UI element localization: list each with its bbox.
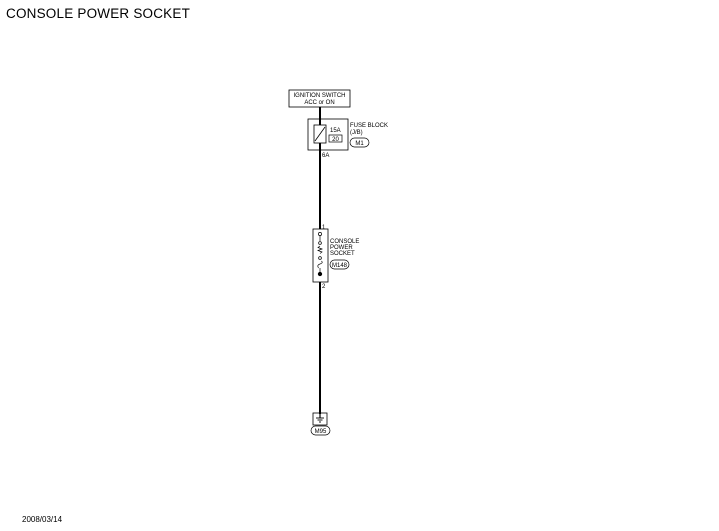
ground-connector-badge [310,425,331,436]
fuse-block-box [307,118,349,151]
fuse-number: 20 [332,137,339,143]
socket-contact-lower-icon [318,256,322,260]
ignition-switch-mode: ACC or ON [304,100,334,106]
ground-connector-id: M95 [315,429,327,435]
fuse-connector-badge [349,137,370,148]
console-power-socket: 1 2 CONSOLE POWER SOCKET M148 [312,225,359,290]
fuse-number-box [328,134,343,143]
socket-terminal-top-icon [318,232,322,236]
socket-pin-bottom: 2 [322,284,326,290]
fuse-connector-id: M1 [355,141,364,147]
diagram-date: 2008/03/14 [22,515,63,524]
socket-connector-id: M148 [332,263,348,269]
socket-label-line2: POWER [330,245,353,251]
socket-heater-icon [317,245,323,254]
ignition-switch-label: IGNITION SWITCH [294,93,346,99]
socket-contact-icon [318,241,322,245]
socket-pin-top: 1 [322,225,326,231]
socket-terminal-bottom-icon [317,271,323,277]
ground: M95 [310,412,331,436]
fuse-block-label: FUSE BLOCK [350,123,388,129]
fuse-block-jb-label: (J/B) [350,130,363,136]
socket-connector-badge [329,259,350,270]
ignition-switch: IGNITION SWITCH ACC or ON [288,89,351,108]
fuse-element-icon [314,126,326,142]
fuse-block: 15A 20 FUSE BLOCK (J/B) M1 6A [307,118,388,159]
socket-spring-icon [317,260,323,269]
page-title: CONSOLE POWER SOCKET [6,6,191,21]
fuse-rating: 15A [330,128,341,134]
fuse-terminal-label: 6A [322,153,329,159]
socket-label-line3: SOCKET [330,251,355,257]
socket-label-line1: CONSOLE [330,239,359,245]
